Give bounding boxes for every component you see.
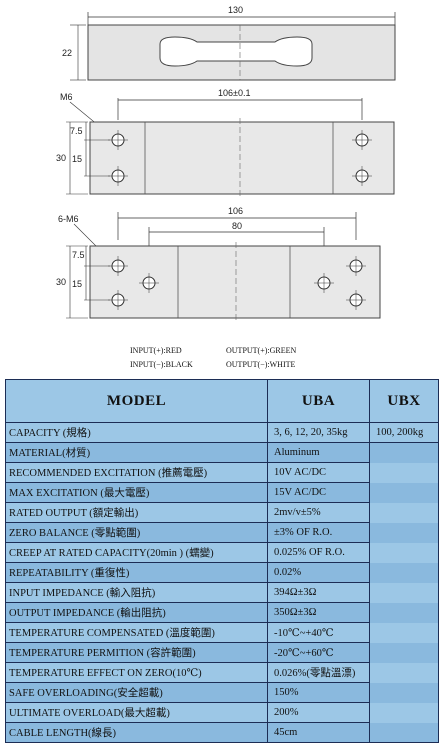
table-row: CREEP AT RATED CAPACITY(20min ) (蠕變)0.02… <box>5 542 439 563</box>
top-view-m6: M6 106±0.1 7.5 30 15 <box>56 88 395 198</box>
spec-label: REPEATABILITY (重復性) <box>5 562 268 583</box>
spec-label: SAFE OVERLOADING(安全超載) <box>5 682 268 703</box>
wire-legend: INPUT(+):RED OUTPUT(+):GREEN INPUT(−):BL… <box>0 346 440 374</box>
uba-header: UBA <box>267 379 370 423</box>
table-row: TEMPERATURE COMPENSATED (溫度範圍)-10℃~+40℃ <box>5 622 439 643</box>
ubx-value <box>369 442 439 463</box>
mid-height-label: 30 <box>56 153 66 163</box>
top-height-label: 22 <box>62 48 72 58</box>
table-row: CABLE LENGTH(線長)45cm <box>5 722 439 743</box>
uba-value: 0.02% <box>267 562 370 583</box>
ubx-value <box>369 722 439 743</box>
bot-height-label: 30 <box>56 277 66 287</box>
uba-value: 350Ω±3Ω <box>267 602 370 623</box>
ubx-value <box>369 482 439 503</box>
bot-inner-label: 80 <box>232 221 242 231</box>
uba-value: -10℃~+40℃ <box>267 622 370 643</box>
uba-value: 45cm <box>267 722 370 743</box>
mid-edge-label: 7.5 <box>70 126 83 136</box>
uba-value: 0.026%(零點溫漂) <box>267 662 370 683</box>
uba-value: -20℃~+60℃ <box>267 642 370 663</box>
table-row: SAFE OVERLOADING(安全超載)150% <box>5 682 439 703</box>
spec-label: RATED OUTPUT (額定輸出) <box>5 502 268 523</box>
table-row: OUTPUT IMPEDANCE (輸出阻抗)350Ω±3Ω <box>5 602 439 623</box>
bot-spacing-label: 15 <box>72 279 82 289</box>
spec-label: RECOMMENDED EXCITATION (推薦電壓) <box>5 462 268 483</box>
uba-value: 150% <box>267 682 370 703</box>
spec-label: INPUT IMPEDANCE (輸入阻抗) <box>5 582 268 603</box>
spec-label: ZERO BALANCE (零點範圍) <box>5 522 268 543</box>
ubx-value <box>369 522 439 543</box>
table-row: RECOMMENDED EXCITATION (推薦電壓)10V AC/DC <box>5 462 439 483</box>
ubx-header: UBX <box>369 379 439 423</box>
spec-label: OUTPUT IMPEDANCE (輸出阻抗) <box>5 602 268 623</box>
ubx-value <box>369 702 439 723</box>
spec-table: MODEL UBA UBX CAPACITY (規格)3, 6, 12, 20,… <box>5 379 439 743</box>
spec-label: CREEP AT RATED CAPACITY(20min ) (蠕變) <box>5 542 268 563</box>
spec-label: ULTIMATE OVERLOAD(最大超載) <box>5 702 268 723</box>
uba-value: 200% <box>267 702 370 723</box>
table-row: TEMPERATURE PERMITION (容許範圍)-20℃~+60℃ <box>5 642 439 663</box>
uba-value: 394Ω±3Ω <box>267 582 370 603</box>
spec-label: MATERIAL(材質) <box>5 442 268 463</box>
uba-value: ±3% OF R.O. <box>267 522 370 543</box>
ubx-value <box>369 462 439 483</box>
mid-span-label: 106±0.1 <box>218 88 250 98</box>
table-row: REPEATABILITY (重復性)0.02% <box>5 562 439 583</box>
table-row: ZERO BALANCE (零點範圍)±3% OF R.O. <box>5 522 439 543</box>
uba-value: 10V AC/DC <box>267 462 370 483</box>
input-neg-label: INPUT(−):BLACK <box>130 360 193 369</box>
ubx-value <box>369 582 439 603</box>
spec-label: TEMPERATURE COMPENSATED (溫度範圍) <box>5 622 268 643</box>
uba-value: 3, 6, 12, 20, 35kg <box>267 422 370 443</box>
ubx-value <box>369 622 439 643</box>
output-pos-label: OUTPUT(+):GREEN <box>226 346 297 355</box>
bot-edge-label: 7.5 <box>72 250 85 260</box>
ubx-value <box>369 562 439 583</box>
table-row: INPUT IMPEDANCE (輸入阻抗)394Ω±3Ω <box>5 582 439 603</box>
m6-label: M6 <box>60 92 73 102</box>
uba-value: 15V AC/DC <box>267 482 370 503</box>
spec-label: TEMPERATURE EFFECT ON ZERO(10℃) <box>5 662 268 683</box>
uba-value: 0.025% OF R.O. <box>267 542 370 563</box>
input-pos-label: INPUT(+):RED <box>130 346 182 355</box>
spec-header-row: MODEL UBA UBX <box>5 379 439 423</box>
top-view-6m6: 6-M6 106 80 7 <box>56 206 381 322</box>
ubx-value: 100, 200kg <box>369 422 439 443</box>
ubx-value <box>369 602 439 623</box>
ubx-value <box>369 662 439 683</box>
table-row: MAX EXCITATION (最大電壓)15V AC/DC <box>5 482 439 503</box>
uba-value: Aluminum <box>267 442 370 463</box>
spec-label: MAX EXCITATION (最大電壓) <box>5 482 268 503</box>
ubx-value <box>369 642 439 663</box>
table-row: RATED OUTPUT (額定輸出)2mv/v±5% <box>5 502 439 523</box>
ubx-value <box>369 502 439 523</box>
spec-label: TEMPERATURE PERMITION (容許範圍) <box>5 642 268 663</box>
uba-value: 2mv/v±5% <box>267 502 370 523</box>
side-view: 130 22 <box>62 5 396 81</box>
output-neg-label: OUTPUT(−):WHITE <box>226 360 296 369</box>
table-row: TEMPERATURE EFFECT ON ZERO(10℃)0.026%(零點… <box>5 662 439 683</box>
ubx-value <box>369 542 439 563</box>
technical-drawing: 130 22 M6 106±0.1 <box>56 5 396 322</box>
table-row: ULTIMATE OVERLOAD(最大超載)200% <box>5 702 439 723</box>
6m6-label: 6-M6 <box>58 214 79 224</box>
spec-label: CABLE LENGTH(線長) <box>5 722 268 743</box>
top-length-label: 130 <box>228 5 243 15</box>
ubx-value <box>369 682 439 703</box>
mid-spacing-label: 15 <box>72 154 82 164</box>
model-header: MODEL <box>5 379 268 423</box>
spec-label: CAPACITY (規格) <box>5 422 268 443</box>
bot-outer-label: 106 <box>228 206 243 216</box>
table-row: MATERIAL(材質)Aluminum <box>5 442 439 463</box>
